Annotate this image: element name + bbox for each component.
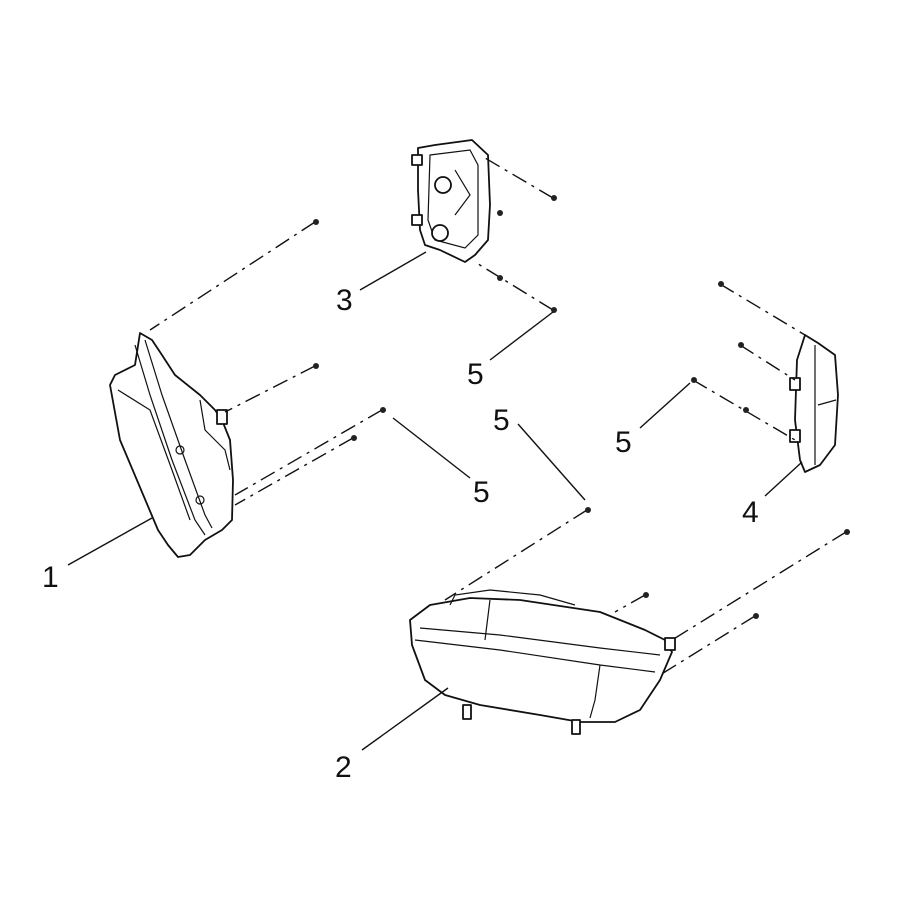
screw xyxy=(743,407,749,413)
screw xyxy=(844,529,850,535)
screw xyxy=(313,219,319,225)
screw xyxy=(753,613,759,619)
screw xyxy=(643,592,649,598)
screw xyxy=(738,342,744,348)
screw xyxy=(551,195,557,201)
screw xyxy=(497,210,503,216)
part-2-headlight xyxy=(409,589,676,735)
callout-5: 5 xyxy=(473,476,490,509)
screw xyxy=(351,435,357,441)
part-4-right-reflector xyxy=(789,334,839,473)
screw xyxy=(313,363,319,369)
callout-5: 5 xyxy=(493,404,510,437)
screw xyxy=(380,407,386,413)
screw xyxy=(585,507,591,513)
screw xyxy=(691,377,697,383)
part-3-rear-light xyxy=(411,139,491,263)
screw xyxy=(718,281,724,287)
callout-2: 2 xyxy=(335,751,352,784)
callout-4: 4 xyxy=(742,496,759,529)
screw xyxy=(497,275,503,281)
assembly-dash-lines xyxy=(149,157,847,676)
screw xyxy=(551,307,557,313)
callout-1: 1 xyxy=(42,561,59,594)
leader-lines xyxy=(67,251,803,751)
screws xyxy=(313,195,850,619)
part-1-left-lamp xyxy=(109,332,234,558)
callout-5: 5 xyxy=(615,426,632,459)
callout-3: 3 xyxy=(336,284,353,317)
callout-5: 5 xyxy=(467,358,484,391)
